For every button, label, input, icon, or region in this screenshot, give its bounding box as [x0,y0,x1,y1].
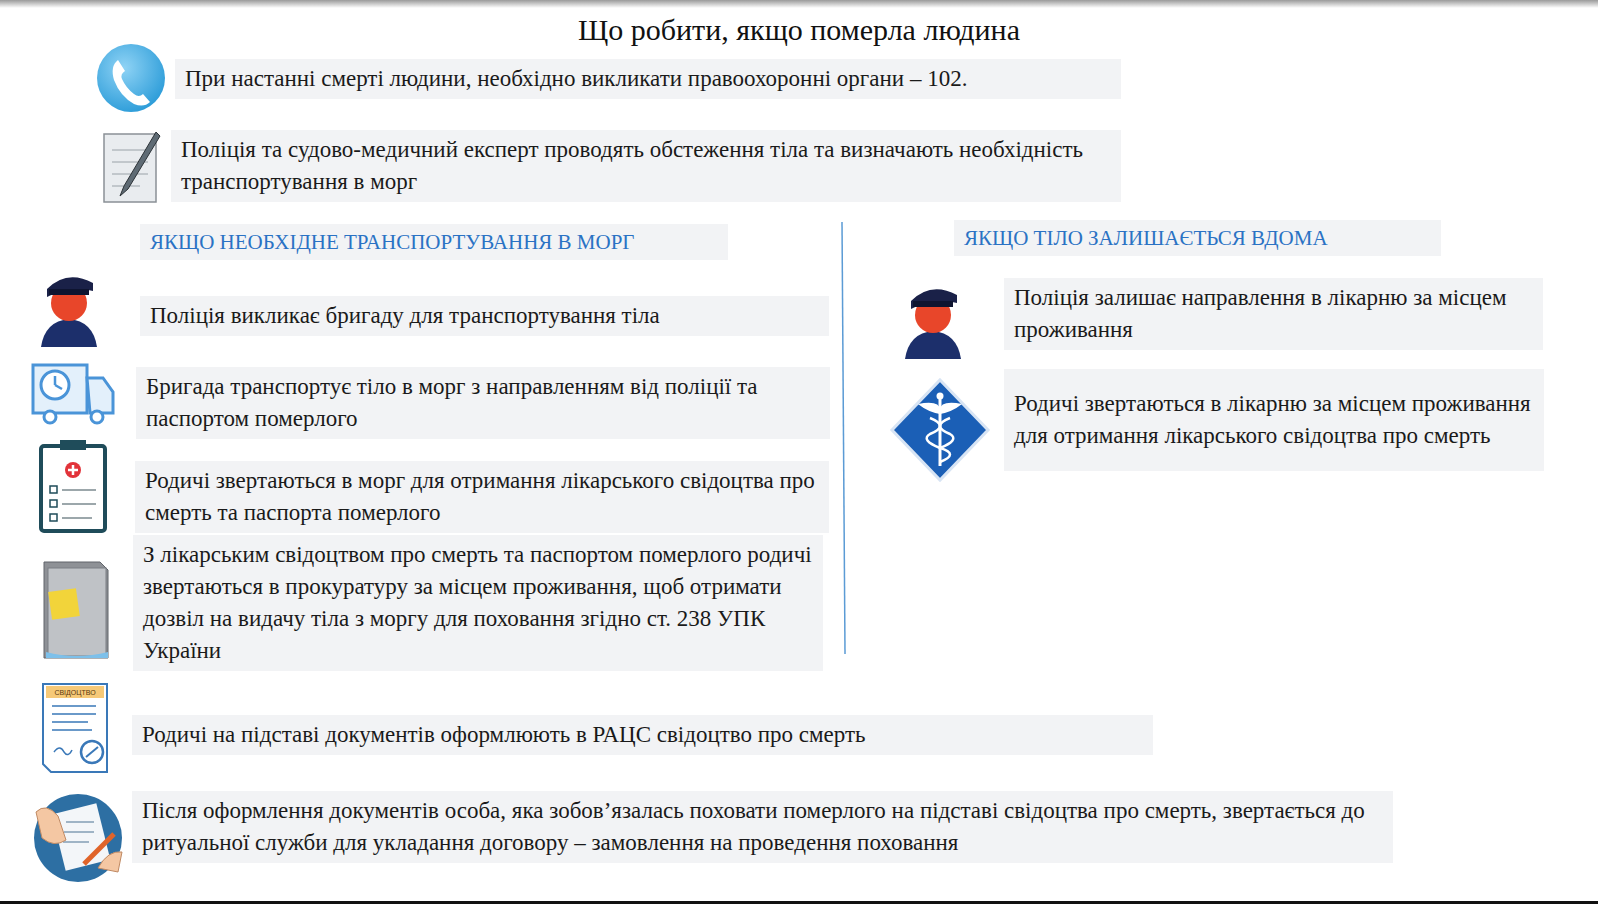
step-text: ЯКЩО НЕОБХІДНЕ ТРАНСПОРТУВАННЯ В МОРГ [150,228,718,256]
column-heading: ЯКЩО ТІЛО ЗАЛИШАЄТЬСЯ ВДОМА [954,220,1441,256]
step-box: Родичі звертаються в морг для отримання … [135,461,829,533]
step-box: Родичі на підставі документів оформлюють… [132,715,1153,755]
step-box: Поліція залишає направлення в лікарню за… [1004,278,1543,350]
police-icon [41,277,97,347]
step-text: При настанні смерті людини, необхідно ви… [185,63,1111,95]
step-text: Поліція та судово-медичний експерт прово… [181,134,1111,198]
step-box: З лікарським свідоцтвом про смерть та па… [133,535,823,671]
step-text: З лікарським свідоцтвом про смерть та па… [143,539,813,667]
step-box: Бригада транспортує тіло в морг з направ… [136,367,830,439]
step-box: Поліція та судово-медичний експерт прово… [171,130,1121,202]
step-text: ЯКЩО ТІЛО ЗАЛИШАЄТЬСЯ ВДОМА [964,224,1431,252]
step-text: Бригада транспортує тіло в морг з направ… [146,371,820,435]
folder-icon [44,562,108,658]
top-band [0,0,1598,8]
step-text: Поліція залишає направлення в лікарню за… [1014,282,1533,346]
certificate-icon [43,684,107,772]
icon-caption: СВІДОЦТВО [46,688,104,697]
column-divider [842,222,845,654]
step-box: Родичі звертаються в лікарню за місцем п… [1004,369,1544,471]
notepad-icon [104,132,160,202]
step-text: Родичі звертаються в морг для отримання … [145,465,819,529]
clipboard-icon [41,440,105,531]
step-text: Поліція викликає бригаду для транспортув… [150,300,819,332]
police-icon [905,289,961,359]
title: Що робити, якщо померла людина [0,12,1598,48]
step-text: Після оформлення документів особа, яка з… [142,795,1383,859]
step-text: Родичі на підставі документів оформлюють… [142,719,1143,751]
step-box: При настанні смерті людини, необхідно ви… [175,59,1121,99]
signing-icon [34,794,122,882]
column-heading: ЯКЩО НЕОБХІДНЕ ТРАНСПОРТУВАННЯ В МОРГ [140,224,728,260]
step-text: Родичі звертаються в лікарню за місцем п… [1014,388,1534,452]
medical-icon [892,380,988,480]
truck-icon [33,365,113,423]
bottom-rule [0,901,1598,904]
step-box: Поліція викликає бригаду для транспортув… [140,296,829,336]
step-box: Після оформлення документів особа, яка з… [132,791,1393,863]
phone-icon [97,44,165,112]
